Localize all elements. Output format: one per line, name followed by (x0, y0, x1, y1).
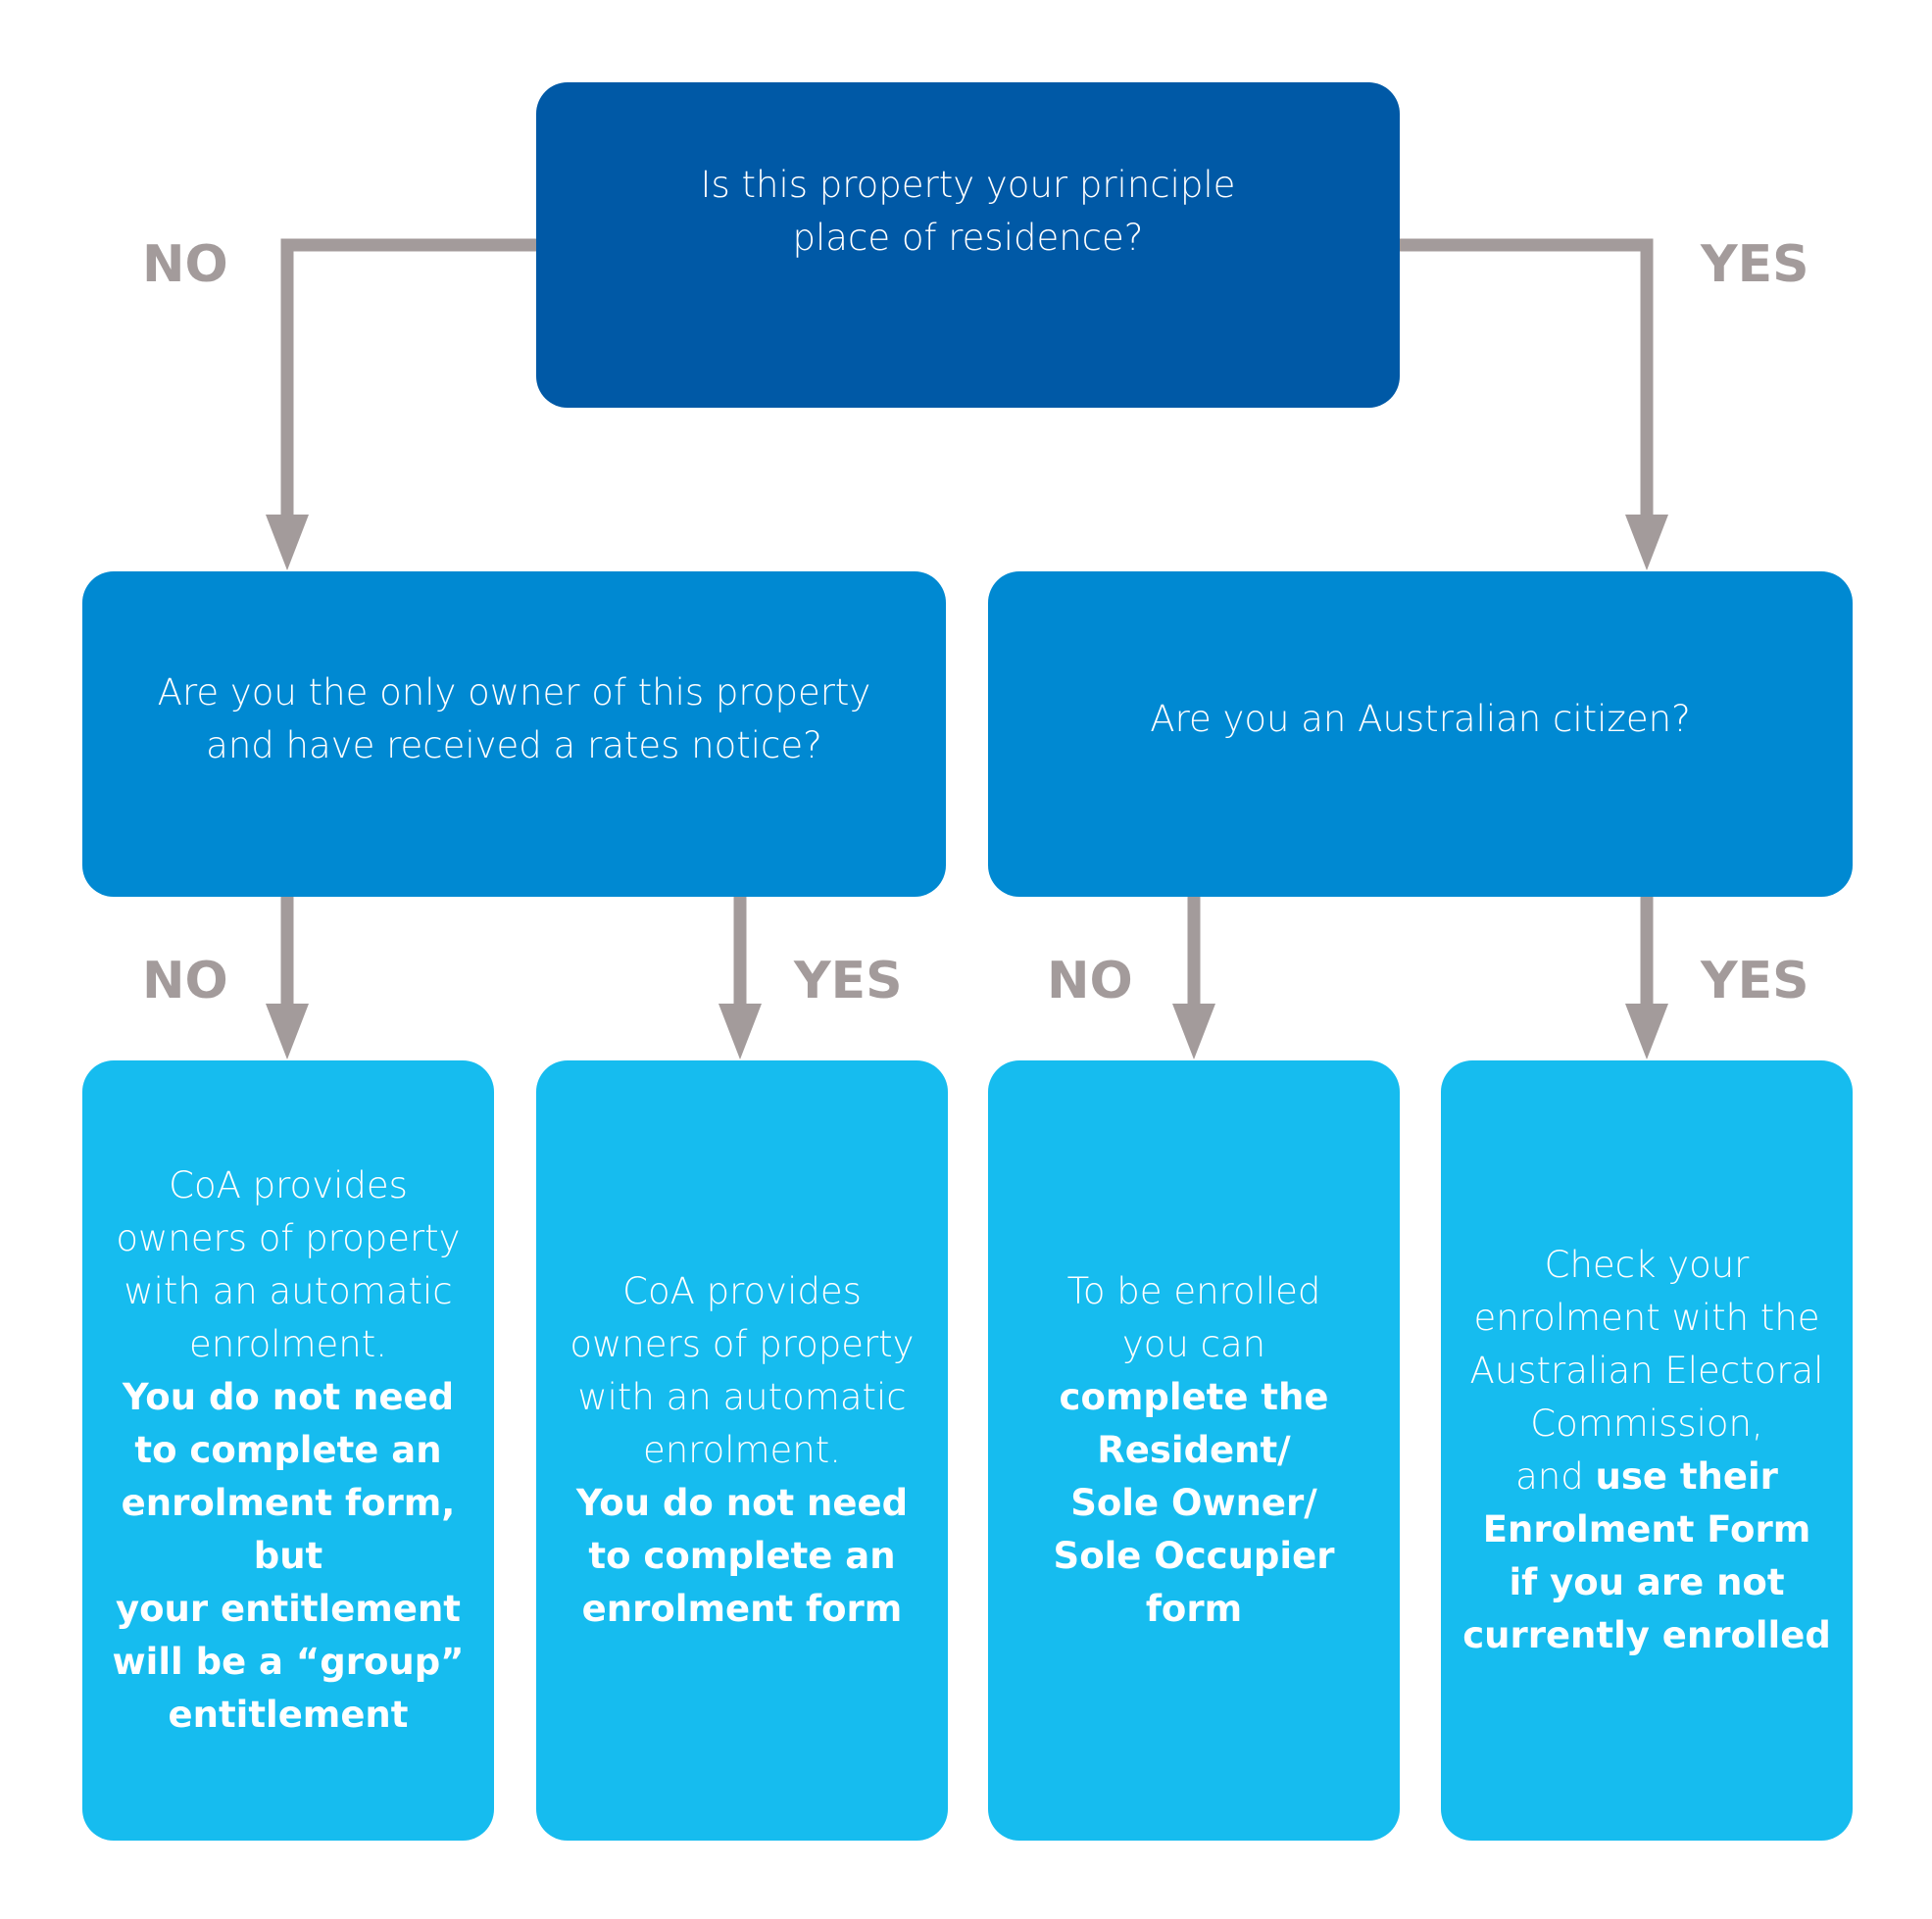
aec-mixed-line: and use their (1515, 1455, 1778, 1498)
residence-question-text: Is this property your principle place of… (700, 164, 1236, 259)
automatic-enrolment-text: CoA provides owners of property with an … (570, 1270, 915, 1630)
root-no-label: NO (142, 235, 228, 294)
group-entitlement-text: CoA provides owners of property with an … (112, 1164, 465, 1736)
arrowhead-citizen-yes (1625, 1004, 1668, 1059)
owner-question-text: Are you the only owner of this property … (157, 671, 871, 766)
citizen-question-box: Are you an Australian citizen? (988, 571, 1853, 897)
resident-form-box: To be enrolled you can complete the Resi… (988, 1060, 1400, 1841)
arrowhead-root-yes (1625, 515, 1668, 570)
arrowhead-citizen-no (1172, 1004, 1215, 1059)
aec-check-text: Check your enrolment with the Australian… (1462, 1244, 1831, 1656)
citizen-yes-label: YES (1701, 952, 1809, 1010)
owner-question-box: Are you the only owner of this property … (82, 571, 946, 897)
resident-form-text: To be enrolled you can complete the Resi… (1053, 1270, 1335, 1630)
citizen-no-label: NO (1047, 952, 1133, 1010)
group-entitlement-box: CoA provides owners of property with an … (82, 1060, 494, 1841)
aec-check-box: Check your enrolment with the Australian… (1441, 1060, 1853, 1841)
connector-root-no (280, 238, 536, 529)
automatic-enrolment-box: CoA provides owners of property with an … (536, 1060, 948, 1841)
citizen-question-text: Are you an Australian citizen? (1150, 698, 1691, 740)
arrowhead-owner-yes (718, 1004, 762, 1059)
arrowhead-owner-no (266, 1004, 309, 1059)
arrowhead-root-no (266, 515, 309, 570)
owner-yes-label: YES (794, 952, 903, 1010)
residence-question-box: Is this property your principle place of… (536, 82, 1400, 408)
connector-root-yes (1400, 238, 1654, 529)
owner-no-label: NO (142, 952, 228, 1010)
root-yes-label: YES (1701, 235, 1809, 294)
